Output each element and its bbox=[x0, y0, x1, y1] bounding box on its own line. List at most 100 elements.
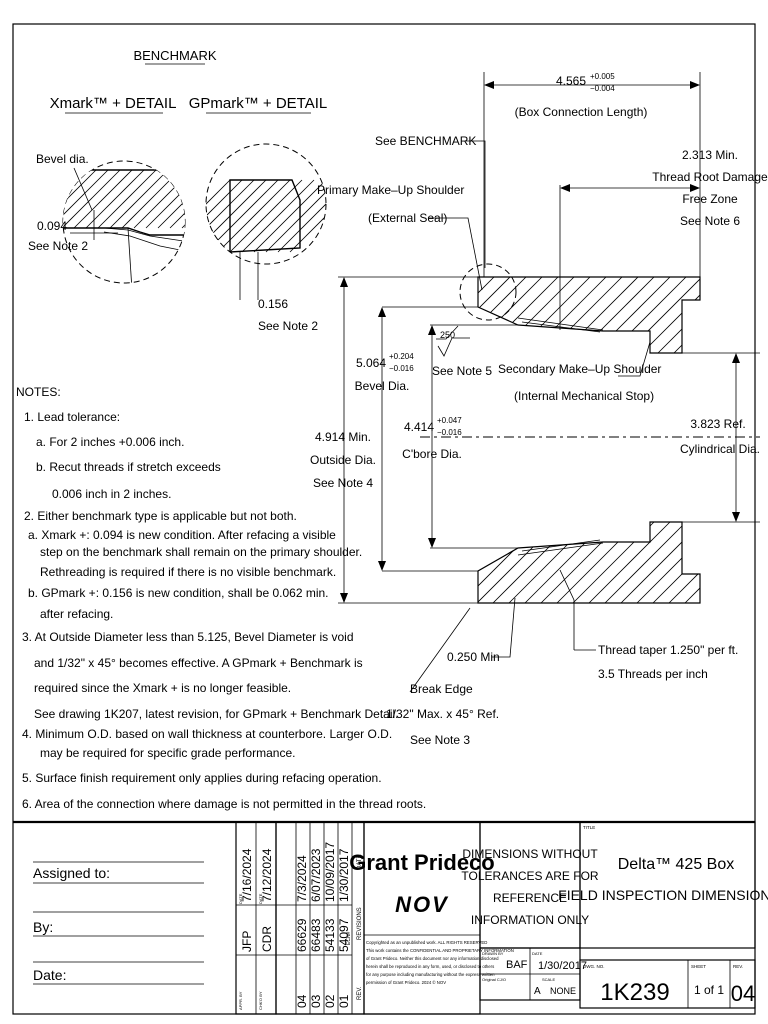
taper-1: Thread taper 1.250" per ft. bbox=[598, 643, 738, 657]
surface-finish-symbol: 250 bbox=[437, 330, 470, 357]
notes-heading: NOTES: bbox=[16, 385, 61, 399]
xmark-dim: 0.094 bbox=[37, 219, 67, 233]
appr-name: JFP bbox=[240, 931, 254, 952]
box-section-view bbox=[338, 72, 760, 693]
cyl-1: 3.823 Ref. bbox=[690, 417, 745, 431]
note-line: 4. Minimum O.D. based on wall thickness … bbox=[22, 727, 392, 741]
gpmark-label: GPmark™ + DETAIL bbox=[189, 95, 328, 112]
dimensions-note-line: DIMENSIONS WITHOUT bbox=[462, 847, 598, 861]
note-line: Rethreading is required if there is no v… bbox=[40, 565, 336, 579]
box-length-tol-minus: −0.004 bbox=[590, 84, 615, 93]
break-2: 1/32" Max. x 45° Ref. bbox=[386, 707, 499, 721]
thread-root-4: See Note 6 bbox=[680, 214, 740, 228]
gpmark-dim: 0.156 bbox=[258, 297, 288, 311]
rev-small-label: REV. bbox=[733, 964, 743, 969]
break-3: See Note 3 bbox=[410, 733, 470, 747]
benchmark-title: BENCHMARK bbox=[133, 48, 216, 63]
bevel-dia-label: Bevel dia. bbox=[36, 152, 89, 166]
note-line: may be required for specific grade perfo… bbox=[40, 746, 295, 760]
revisions-header: REVISIONS bbox=[357, 907, 363, 940]
see-benchmark: See BENCHMARK bbox=[375, 134, 476, 148]
dwg-no-label: DWG. NO. bbox=[583, 964, 605, 969]
appr-date: 7/16/2024 bbox=[240, 848, 254, 902]
dimensions-note-line: REFERENCE bbox=[493, 891, 567, 905]
box-length-tol-plus: +0.005 bbox=[590, 72, 615, 81]
chkd-by-label: CHK'D BY bbox=[258, 991, 263, 1010]
rev-date: 6/07/2023 bbox=[309, 848, 323, 902]
sheet-label: SHEET bbox=[691, 964, 706, 969]
drawn-by: BAF bbox=[506, 959, 528, 971]
xmark-note: See Note 2 bbox=[28, 239, 88, 253]
date-tag: DATE bbox=[258, 893, 263, 904]
note-line: required since the Xmark + is no longer … bbox=[34, 681, 291, 695]
original-label: Original CJ/O bbox=[482, 977, 506, 982]
rev-date: 10/09/2017 bbox=[323, 842, 337, 902]
note-line: 3. At Outside Diameter less than 5.125, … bbox=[22, 630, 354, 644]
company-logo: NOV bbox=[395, 892, 449, 917]
secondary-shoulder-2: (Internal Mechanical Stop) bbox=[514, 389, 654, 403]
note-line: 0.006 inch in 2 inches. bbox=[52, 487, 171, 501]
note-line: a. Xmark +: 0.094 is new condition. Afte… bbox=[28, 528, 336, 542]
cbore-tol-plus: +0.047 bbox=[437, 416, 462, 425]
rev: 04 bbox=[731, 981, 755, 1006]
thread-root-3: Free Zone bbox=[682, 192, 738, 206]
xmark-detail: Bevel dia. 0.094 See Note 2 bbox=[28, 152, 186, 284]
finish-note: See Note 5 bbox=[432, 364, 492, 378]
xmark-label: Xmark™ + DETAIL bbox=[50, 95, 177, 112]
title-line-1: Delta™ 425 Box bbox=[618, 856, 735, 873]
rev-date: 7/3/2024 bbox=[295, 855, 309, 902]
rev-number: 03 bbox=[309, 994, 323, 1008]
company-name: Grant Prideco bbox=[349, 850, 494, 875]
date-tag: DATE bbox=[238, 893, 243, 904]
title-line-2: FIELD INSPECTION DIMENSIONS bbox=[558, 887, 768, 903]
note-line: after refacing. bbox=[40, 607, 113, 621]
cbore-value: 4.414 bbox=[404, 420, 434, 434]
rev-date: 1/30/2017 bbox=[337, 848, 351, 902]
finish-value: 250 bbox=[440, 330, 455, 340]
taper-2: 3.5 Threads per inch bbox=[598, 667, 708, 681]
copyright-line: herein shall be reproduced in any form, … bbox=[366, 964, 494, 969]
gpmark-detail: 0.156 See Note 2 bbox=[205, 143, 327, 333]
dwg-no: 1K239 bbox=[600, 979, 669, 1006]
primary-shoulder-2: (External Seal) bbox=[368, 211, 447, 225]
title-label: TITLE bbox=[583, 825, 595, 830]
thread-root-2: Thread Root Damage bbox=[652, 170, 768, 184]
copyright-line: Copyrighted as an unpublished work. ALL … bbox=[366, 940, 487, 945]
box-length-value: 4.565 bbox=[556, 74, 586, 88]
note-line: 5. Surface finish requirement only appli… bbox=[22, 771, 382, 785]
copyright-line: of Grant Prideco. Neither this document … bbox=[366, 956, 499, 961]
rev-ecn: 54133 bbox=[323, 918, 337, 952]
bevel-tol-minus: −0.016 bbox=[389, 364, 414, 373]
cbore-label: C'bore Dia. bbox=[402, 447, 462, 461]
note-line: b. Recut threads if stretch exceeds bbox=[36, 460, 221, 474]
note-line: 2. Either benchmark type is applicable b… bbox=[24, 509, 297, 523]
appr-by-label: APPR. BY bbox=[238, 991, 243, 1010]
bevel-label: Bevel Dia. bbox=[355, 379, 410, 393]
assigned-to-label: Assigned to: bbox=[33, 865, 110, 881]
chkd-name: CDR bbox=[260, 926, 274, 952]
rev-number: 02 bbox=[323, 994, 337, 1008]
chkd-date: 7/12/2024 bbox=[260, 848, 274, 902]
date-label: Date: bbox=[33, 967, 66, 983]
dimensions-note-line: TOLERANCES ARE FOR bbox=[461, 869, 598, 883]
scale: NONE bbox=[550, 986, 576, 996]
note-line: b. GPmark +: 0.156 is new condition, sha… bbox=[28, 586, 329, 600]
od-1: 4.914 Min. bbox=[315, 430, 371, 444]
by-label: By: bbox=[33, 919, 53, 935]
rev-number: 04 bbox=[295, 994, 309, 1008]
rev-ecn: 66629 bbox=[295, 918, 309, 952]
title-block: Assigned to: By: Date: 7/16/2024 7/12/20… bbox=[13, 820, 768, 1015]
bevel-tol-plus: +0.204 bbox=[389, 352, 414, 361]
date-small-label: DATE bbox=[532, 951, 543, 956]
rev-header: REV. bbox=[357, 986, 363, 1000]
copyright-line: permission of Grant Prideco. 2024 © NOV bbox=[366, 980, 446, 985]
cbore-tol-minus: −0.016 bbox=[437, 428, 462, 437]
break-1: Break Edge bbox=[410, 682, 473, 696]
note-line: step on the benchmark shall remain on th… bbox=[40, 545, 362, 559]
copyright-line: This work contains the CONFIDENTIAL AND … bbox=[366, 948, 514, 953]
note-line: 1. Lead tolerance: bbox=[24, 410, 120, 424]
min-250: 0.250 Min bbox=[447, 650, 500, 664]
gpmark-note: See Note 2 bbox=[258, 319, 318, 333]
sheet: 1 of 1 bbox=[694, 983, 724, 997]
